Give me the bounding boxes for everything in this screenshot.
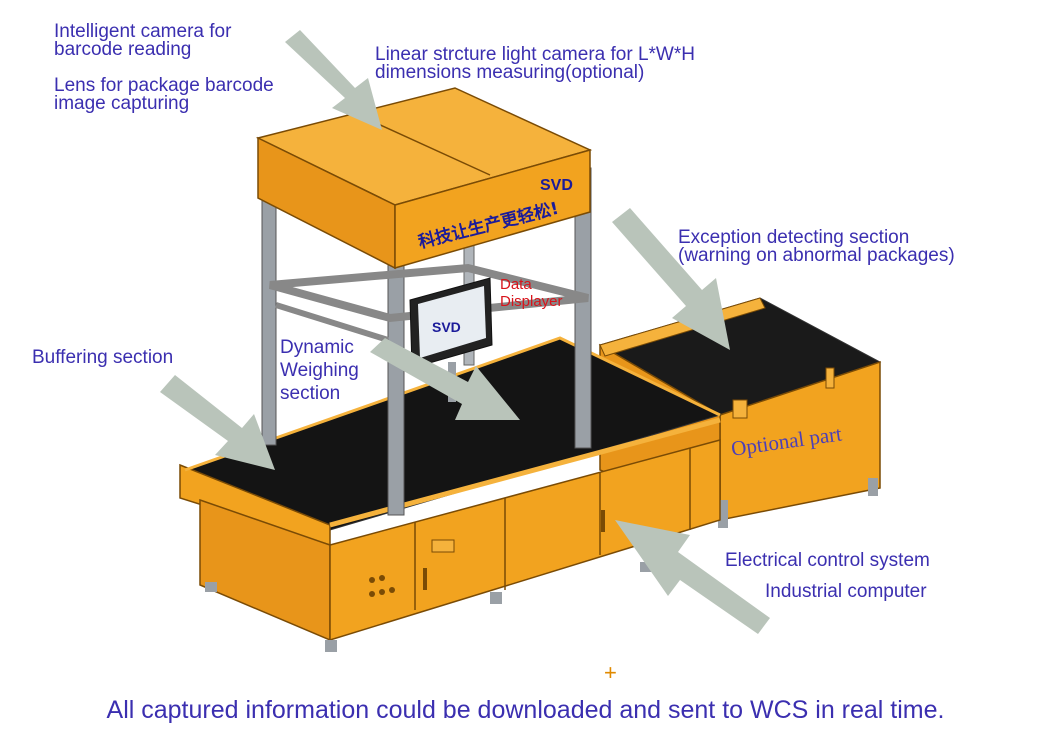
arrow-buffering [160, 375, 275, 470]
plus-sign: + [604, 660, 617, 685]
camera-housing [255, 87, 593, 270]
annotation-arrows [160, 30, 770, 634]
label-lens-line1: Lens for package barcode [54, 75, 274, 96]
arrow-camera [285, 30, 382, 130]
label-electrical: Electrical control system [725, 550, 930, 571]
label-data-displayer-line2: Displayer [500, 293, 563, 310]
label-lens-line2: image capturing [54, 93, 190, 114]
label-camera-barcode-line1: Intelligent camera for [54, 21, 232, 42]
label-camera-barcode-line2: barcode reading [54, 39, 192, 60]
label-industrial: Industrial computer [765, 581, 927, 602]
logo-text: SVD [540, 177, 573, 194]
arrow-weighing [370, 338, 520, 420]
label-weighing-line1: Dynamic [280, 337, 354, 358]
label-data-displayer-line1: Data [500, 276, 532, 293]
label-buffering: Buffering section [32, 347, 174, 368]
label-linear-camera-line2: dimensions measuring(optional) [375, 62, 645, 83]
footer-caption: All captured information could be downlo… [106, 696, 945, 724]
label-weighing-line2: Weighing [280, 360, 359, 381]
label-weighing-line3: section [280, 383, 341, 404]
label-exception-line1: Exception detecting section [678, 227, 910, 248]
screen-logo-text: SVD [432, 319, 461, 335]
label-exception-line2: (warning on abnormal packages) [678, 245, 955, 266]
arrow-exception [612, 208, 730, 350]
arrow-electrical [615, 520, 770, 634]
label-linear-camera-line1: Linear strcture light camera for L*W*H [375, 44, 695, 65]
